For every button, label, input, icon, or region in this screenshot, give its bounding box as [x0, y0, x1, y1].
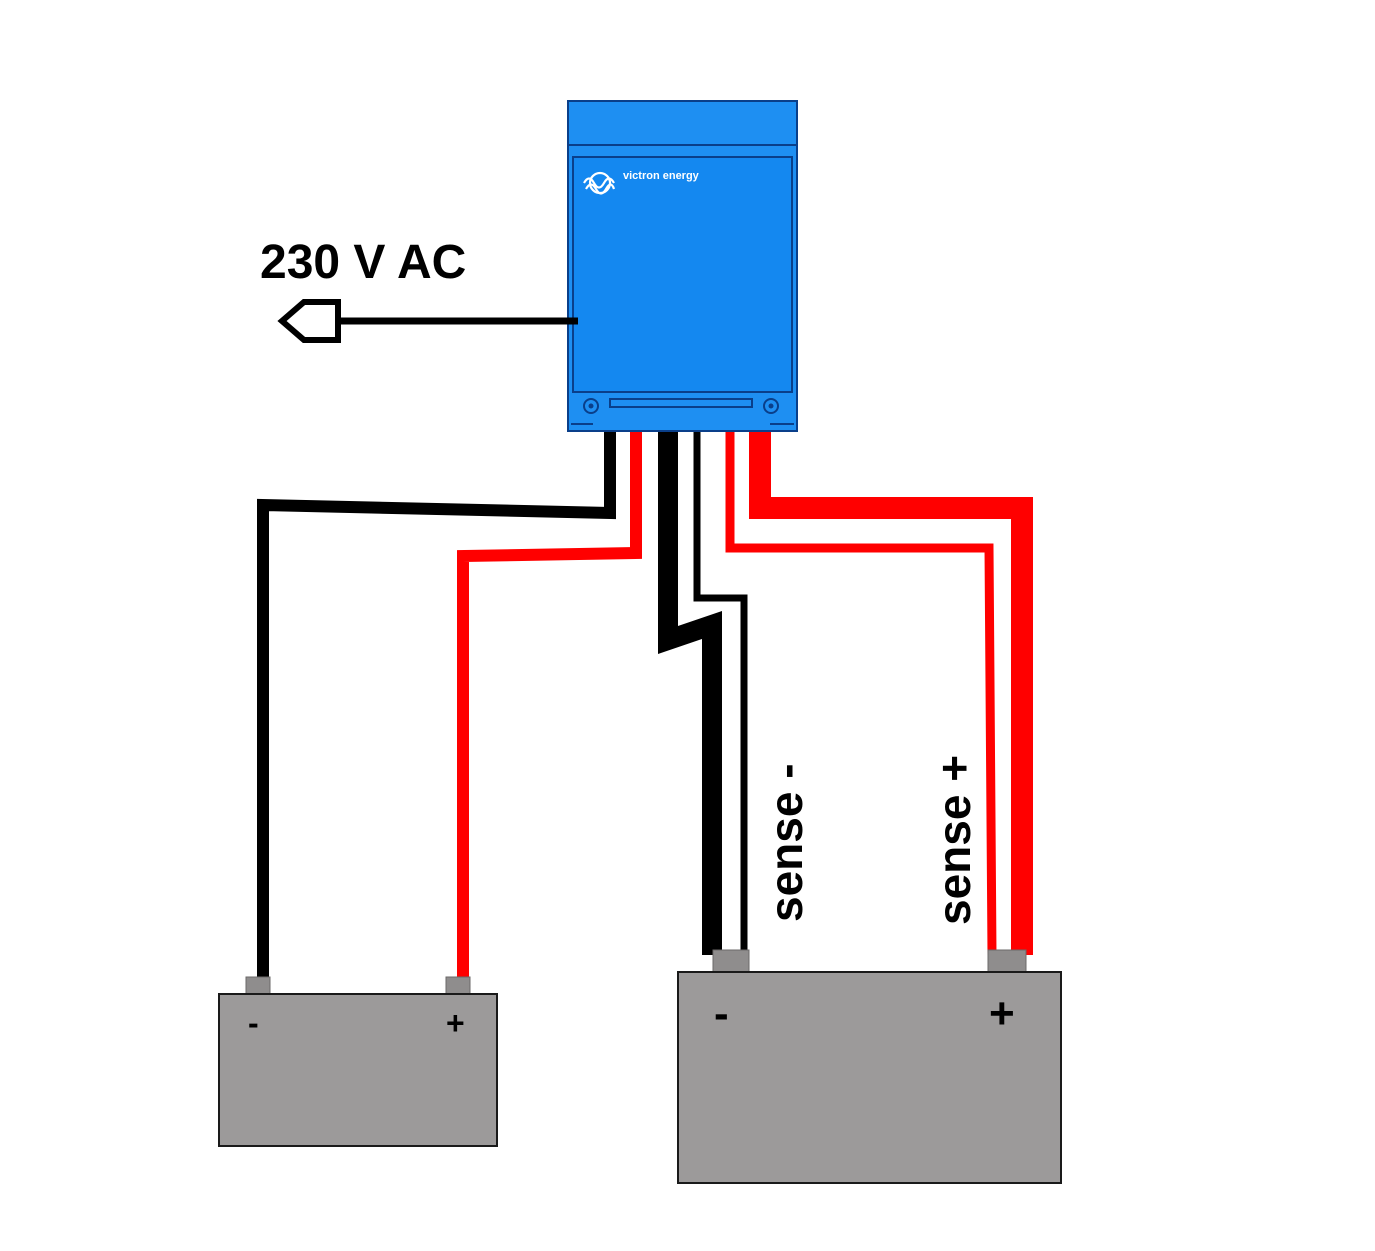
- charger-unit: victron energy: [567, 100, 798, 432]
- ac-output-arrow: [277, 299, 578, 343]
- right-battery-minus-sign: -: [714, 989, 729, 1038]
- left-battery-plus-sign: +: [446, 1005, 465, 1041]
- wires: [257, 410, 1033, 985]
- screw-icon-left: [583, 398, 599, 414]
- left-battery-negative-wire: [257, 420, 616, 985]
- brand-text: victron energy: [623, 170, 700, 182]
- charger-front-panel: [572, 156, 793, 393]
- ac-voltage-label: 230 V AC: [260, 236, 466, 289]
- right-battery-positive-terminal: [987, 949, 1027, 975]
- left-battery-positive-wire: [457, 420, 642, 985]
- sense-minus-label: sense -: [760, 763, 812, 922]
- charger-bottom-slot: [609, 398, 753, 408]
- sense-positive-wire: [725, 420, 997, 956]
- left-battery-minus-sign: -: [248, 1005, 259, 1041]
- main-negative-wire: [658, 410, 722, 955]
- right-battery-plus-sign: +: [989, 989, 1015, 1038]
- left-battery-positive-terminal: [445, 976, 471, 996]
- screw-icon-right: [763, 398, 779, 414]
- sense-plus-label: sense +: [928, 755, 980, 925]
- sense-negative-wire: [693, 410, 748, 955]
- left-battery-body: [218, 993, 498, 1147]
- main-positive-wire: [749, 420, 1033, 955]
- right-battery: - +: [677, 949, 1062, 1184]
- right-battery-body: [677, 971, 1062, 1184]
- right-battery-negative-terminal: [712, 949, 750, 975]
- charger-top-cap: [567, 100, 798, 148]
- victron-logo-icon: [583, 171, 616, 195]
- left-battery-negative-terminal: [245, 976, 271, 996]
- arrow-head-icon: [277, 299, 341, 343]
- left-battery: - +: [218, 976, 498, 1147]
